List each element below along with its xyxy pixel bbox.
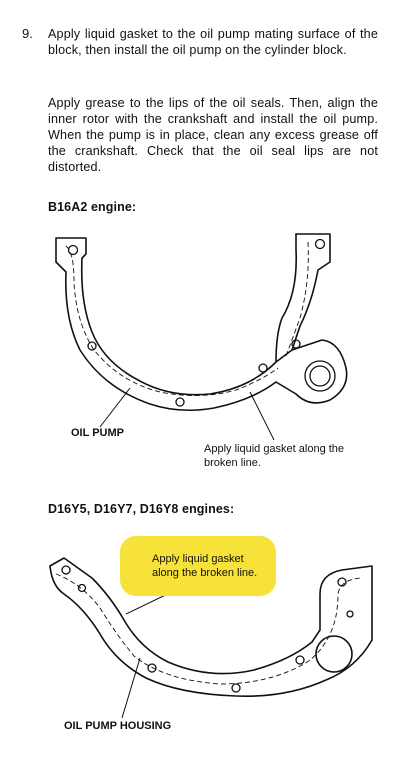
oil-pump-housing-label: OIL PUMP HOUSING <box>64 720 172 732</box>
b16a2-oil-pump-diagram <box>55 233 348 441</box>
instruction-paragraph-2: Apply grease to the lips of the oil seal… <box>48 96 378 174</box>
figure1-heading: B16A2 engine: <box>48 200 137 214</box>
instruction-paragraph-1: Apply liquid gasket to the oil pump mati… <box>48 27 378 57</box>
highlight-marker <box>120 536 276 596</box>
d16-oil-pump-housing-diagram <box>49 557 373 719</box>
figure2-callout: Apply liquid gasket along the broken lin… <box>152 553 258 579</box>
figure2-heading: D16Y5, D16Y7, D16Y8 engines: <box>48 502 235 516</box>
figure1-callout: Apply liquid gasket along the broken lin… <box>204 443 345 469</box>
oil-pump-label: OIL PUMP <box>71 427 124 439</box>
step-number: 9. <box>22 26 33 41</box>
